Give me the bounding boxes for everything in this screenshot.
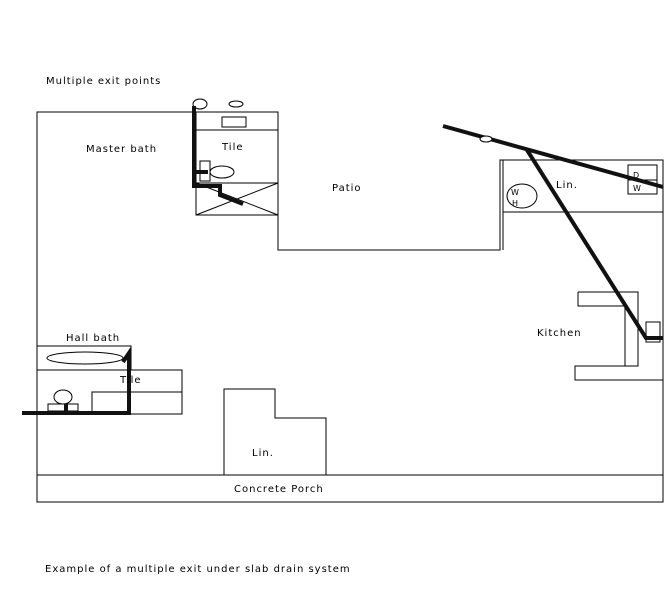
master-drain-exit bbox=[192, 98, 208, 110]
kitchen-drain-exit bbox=[479, 135, 493, 143]
room-label-master-bath: Master bath bbox=[86, 144, 157, 155]
water-heater-label: W bbox=[511, 188, 519, 197]
room-label-hall-tile: Tile bbox=[119, 375, 142, 386]
master-sink-bowl bbox=[228, 100, 244, 108]
hall-toilet-bowl bbox=[53, 389, 73, 405]
washer-label: W bbox=[633, 184, 641, 193]
house-outline bbox=[36, 111, 664, 476]
diagram-caption: Example of a multiple exit under slab dr… bbox=[45, 564, 351, 575]
shower-x bbox=[195, 182, 279, 216]
kitchen-sink-drain bbox=[525, 148, 663, 340]
room-label-master-tile: Tile bbox=[221, 142, 244, 153]
room-label-kitchen-linen: Lin. bbox=[556, 180, 578, 191]
master-sink bbox=[221, 116, 247, 128]
master-toilet-bowl bbox=[209, 165, 235, 179]
page-title: Multiple exit points bbox=[46, 76, 161, 87]
kitchen-counter bbox=[574, 291, 663, 381]
hall-bath-tub bbox=[46, 351, 124, 365]
room-label-center-linen: Lin. bbox=[252, 448, 274, 459]
room-label-patio: Patio bbox=[332, 183, 362, 194]
center-linen-closet bbox=[223, 388, 327, 475]
hall-toilet-tank bbox=[47, 403, 79, 412]
water-heater-label: H bbox=[512, 199, 518, 208]
kitchen-main-drain bbox=[442, 124, 664, 189]
room-label-kitchen: Kitchen bbox=[537, 328, 582, 339]
water-heater bbox=[506, 183, 538, 209]
room-label-hall-bath: Hall bath bbox=[66, 333, 120, 344]
hall-bath-drain bbox=[22, 346, 131, 415]
master-shower bbox=[195, 182, 279, 216]
room-label-porch: Concrete Porch bbox=[234, 484, 324, 495]
dryer-label: D bbox=[633, 171, 639, 180]
hall-bath-vanity bbox=[91, 391, 130, 415]
concrete-porch bbox=[36, 474, 664, 503]
master-bath-drain bbox=[192, 106, 244, 206]
